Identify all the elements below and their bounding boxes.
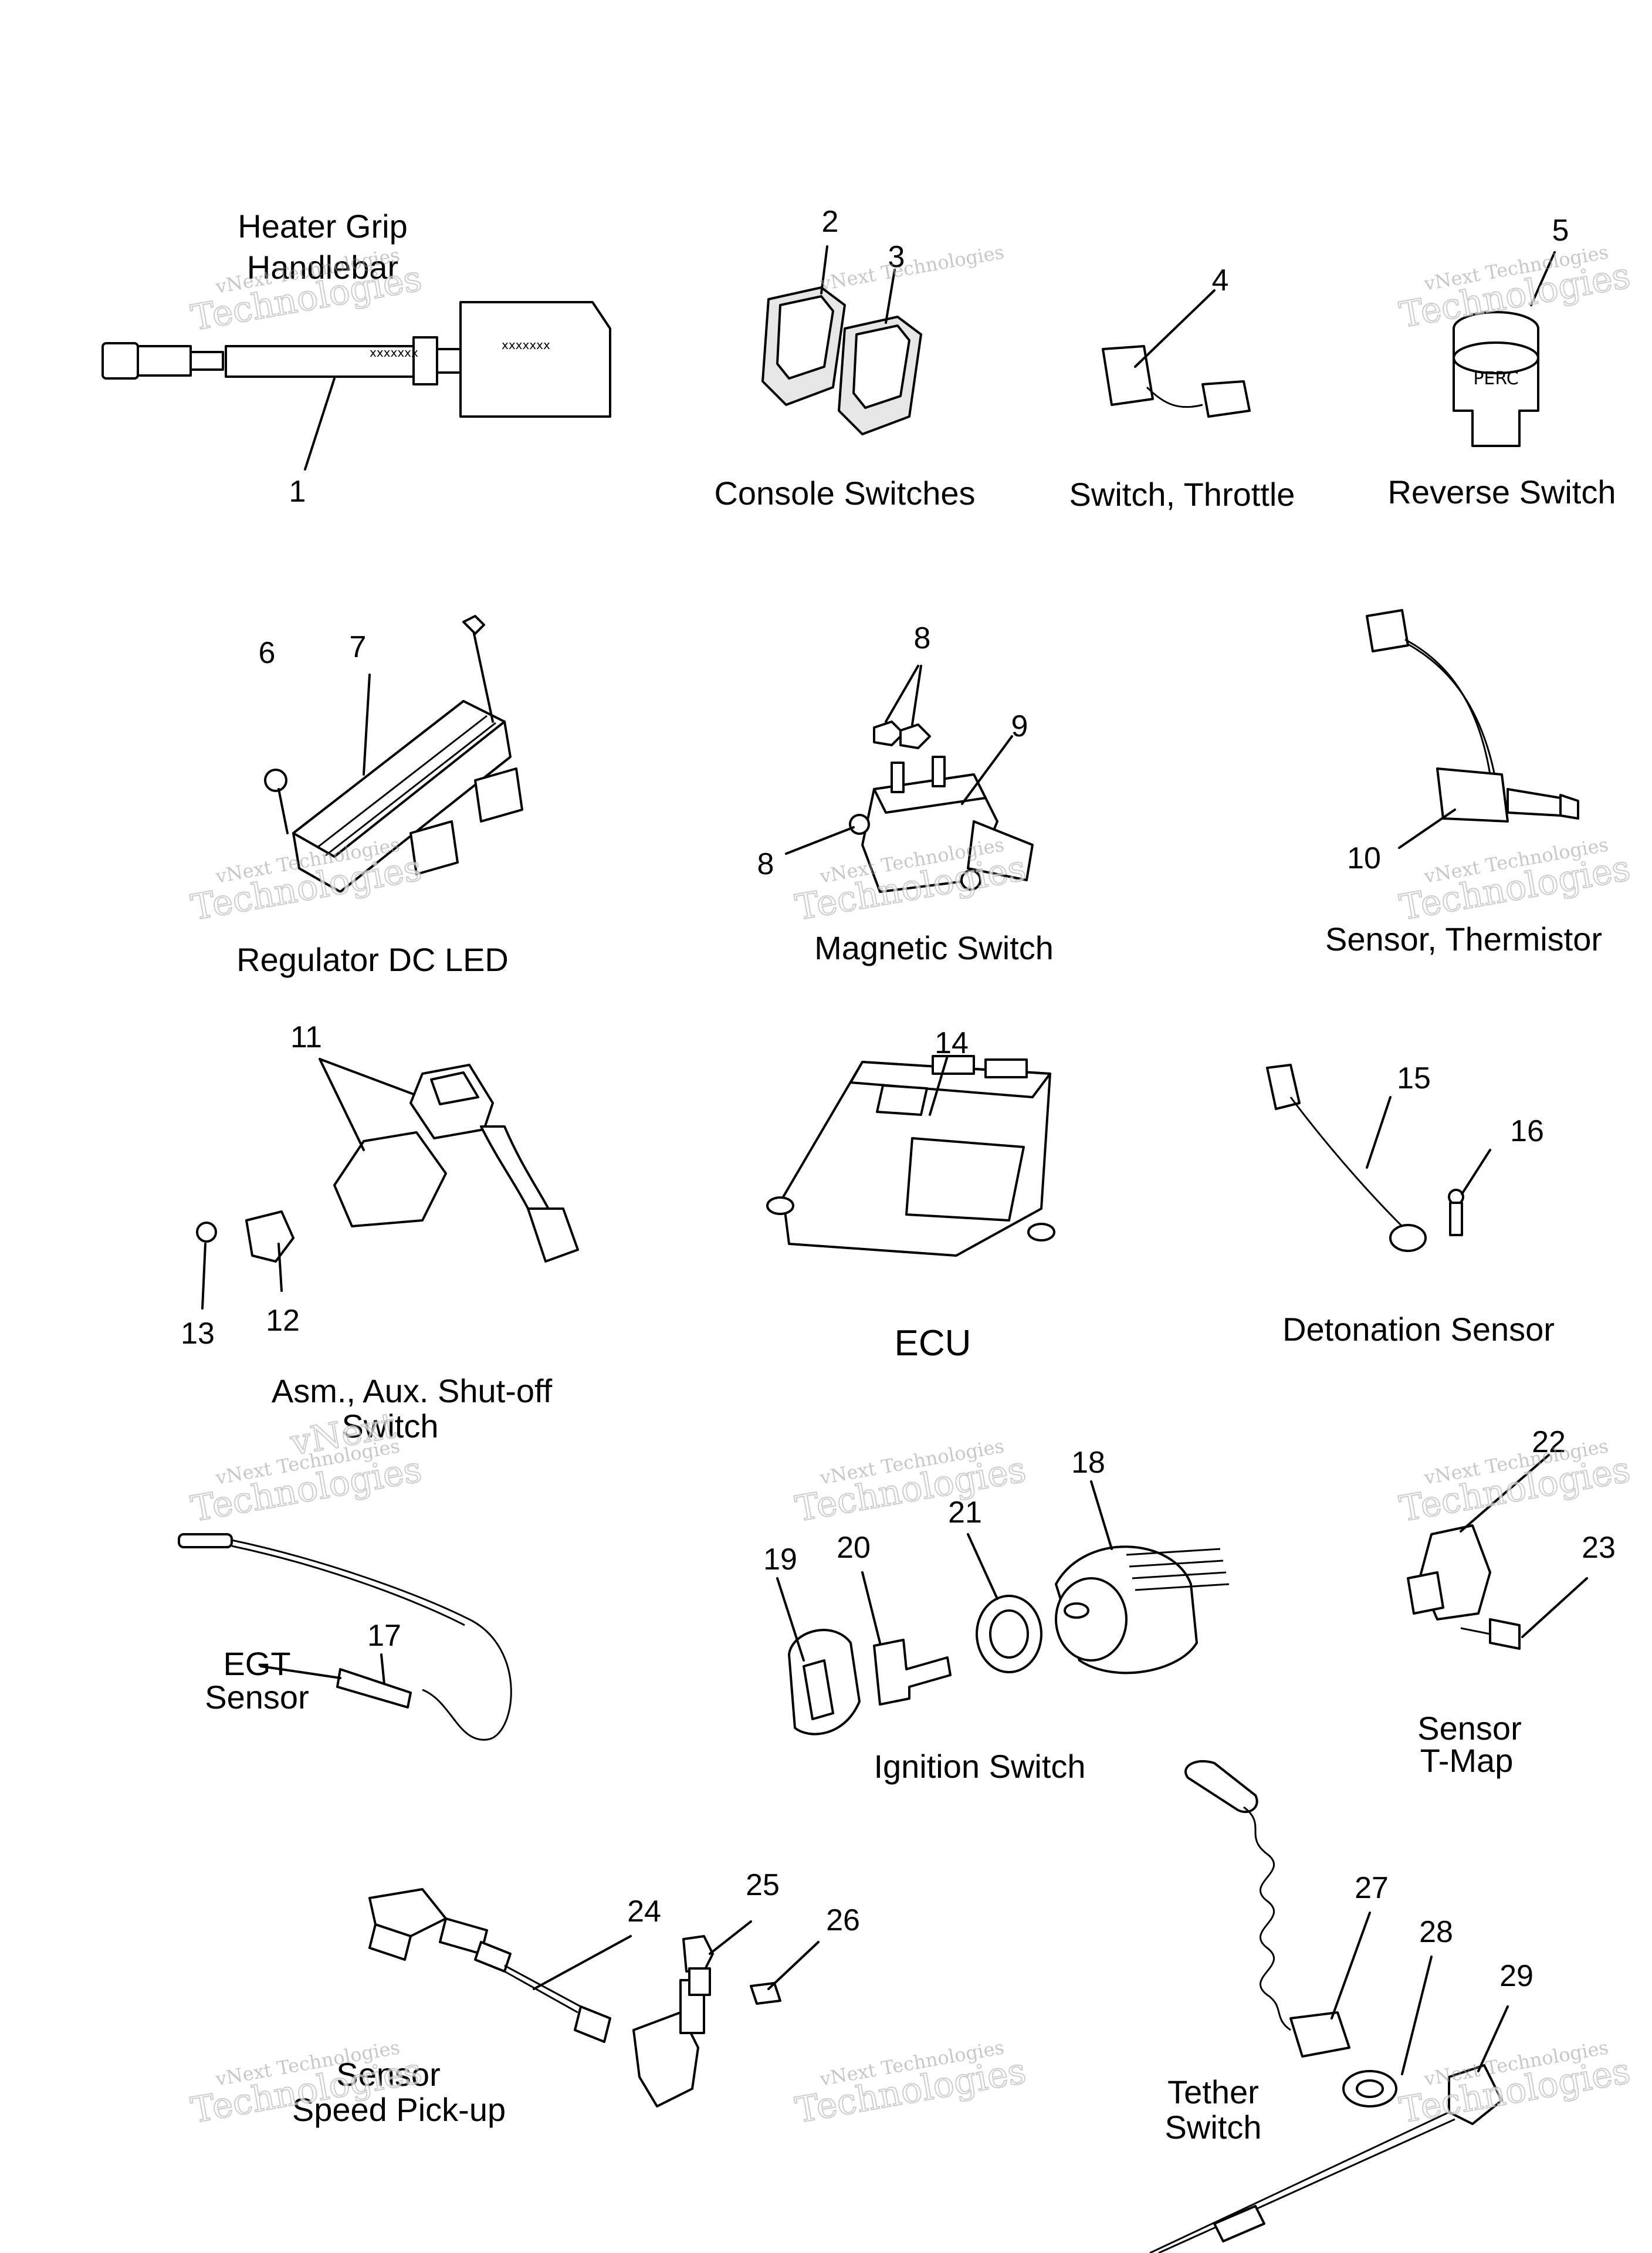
callout-29: 29	[1499, 1959, 1533, 1993]
watermark-9: vNext Technologies Technologies	[1396, 1435, 1634, 1530]
label-regulator: Regulator DC LED	[236, 941, 509, 978]
label-thermistor: Sensor, Thermistor	[1325, 921, 1602, 958]
console-switches-part	[761, 245, 922, 435]
callout-12: 12	[266, 1304, 300, 1338]
callout-21: 21	[948, 1496, 982, 1530]
watermark-12: vNext Technologies Technologies	[1396, 2036, 1634, 2132]
callout-15: 15	[1397, 1061, 1431, 1095]
callout-22: 22	[1532, 1425, 1566, 1459]
perc-decal: PERC	[1473, 368, 1518, 389]
callout-5: 5	[1552, 214, 1569, 248]
heater-grip-part: xxxxxxx xxxxxxx	[101, 301, 611, 471]
callout-9: 9	[1011, 709, 1028, 743]
callout-20: 20	[837, 1531, 871, 1565]
callout-19: 19	[763, 1542, 797, 1577]
label-tmap-2: T-Map	[1420, 1742, 1514, 1779]
label-detonation: Detonation Sensor	[1282, 1311, 1555, 1348]
callout-3: 3	[888, 240, 905, 274]
label-switch-throttle: Switch, Throttle	[1069, 476, 1295, 513]
label-console-switches: Console Switches	[714, 475, 975, 512]
label-ecu: ECU	[895, 1323, 971, 1364]
watermark-8: vNext Technologies Technologies	[792, 1435, 1030, 1530]
tmap-sensor-part	[1407, 1454, 1588, 1650]
svg-text:vNext Technologies: vNext Technologies	[818, 241, 1006, 295]
egt-sensor-part	[178, 1533, 512, 1741]
magnetic-switch-part	[785, 665, 1034, 893]
label-tmap-1: Sensor	[1417, 1710, 1521, 1747]
detonation-sensor-part	[1266, 1064, 1491, 1252]
label-tether-1: Tether	[1167, 2073, 1259, 2110]
speed-pickup-part	[368, 1888, 820, 2107]
callout-10: 10	[1347, 841, 1381, 875]
throttle-switch-part	[1102, 289, 1251, 418]
callout-24: 24	[627, 1895, 661, 1929]
label-reverse-switch: Reverse Switch	[1387, 473, 1616, 510]
callout-27: 27	[1355, 1871, 1389, 1905]
regulator-part	[264, 615, 523, 893]
ecu-part	[766, 1055, 1055, 1257]
callout-8b: 8	[757, 847, 774, 881]
grip-code: xxxxxxx	[370, 346, 418, 360]
grip-code: xxxxxxx	[502, 338, 550, 352]
callout-13: 13	[181, 1317, 215, 1351]
callout-23: 23	[1582, 1531, 1616, 1565]
label-speed-pickup-2: Speed Pick-up	[292, 2091, 506, 2128]
aux-shutoff-part	[196, 1058, 579, 1310]
reverse-switch-part: PERC	[1453, 251, 1556, 447]
callout-17: 17	[367, 1619, 401, 1653]
callout-1: 1	[289, 475, 306, 509]
label-ignition: Ignition Switch	[874, 1748, 1085, 1785]
label-aux-shutoff-2: Switch	[342, 1408, 439, 1445]
callout-8a: 8	[914, 621, 931, 655]
tether-switch-part	[1149, 1760, 1509, 2253]
label-heater-grip-2: Handlebar	[247, 249, 398, 286]
callout-16: 16	[1510, 1114, 1544, 1148]
watermark-6: vNext Technologies Technologies	[1396, 833, 1634, 929]
label-tether-2: Switch	[1165, 2109, 1262, 2146]
ignition-switch-part	[776, 1480, 1230, 1736]
callout-4: 4	[1212, 263, 1229, 297]
watermark-11: vNext Technologies Technologies	[792, 2036, 1030, 2132]
thermistor-part	[1366, 609, 1579, 849]
label-egt-2: Sensor	[205, 1679, 309, 1716]
label-heater-grip-1: Heater Grip	[238, 208, 407, 245]
label-magnetic-switch: Magnetic Switch	[814, 929, 1054, 966]
label-speed-pickup-1: Sensor	[336, 2056, 440, 2093]
watermark-2: vNext Technologies	[818, 241, 1006, 295]
callout-7: 7	[350, 630, 367, 664]
callout-26: 26	[826, 1903, 860, 1937]
callout-2: 2	[822, 205, 839, 239]
callout-25: 25	[746, 1868, 780, 1902]
callout-18: 18	[1071, 1446, 1105, 1480]
callout-14: 14	[935, 1026, 969, 1060]
callout-11: 11	[290, 1020, 322, 1054]
callout-6: 6	[259, 636, 276, 670]
label-egt-1: EGT	[223, 1645, 290, 1682]
label-aux-shutoff-1: Asm., Aux. Shut-off	[272, 1372, 553, 1409]
callout-28: 28	[1419, 1915, 1453, 1949]
